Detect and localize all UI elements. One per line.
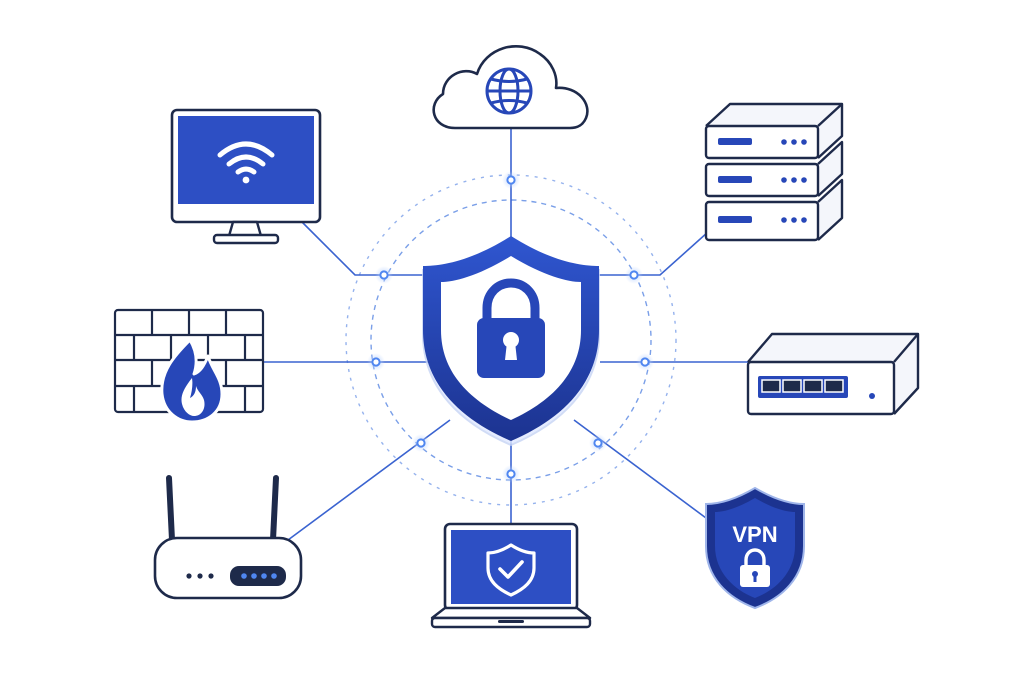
- desktop-monitor-node[interactable]: [170, 108, 322, 245]
- firewall-node[interactable]: [113, 308, 265, 424]
- flame-icon: [160, 338, 224, 424]
- server-unit-1: [704, 102, 844, 160]
- central-shield: [422, 236, 600, 447]
- shield-check-icon: [486, 543, 536, 597]
- vpn-shield-node[interactable]: VPN: [705, 486, 805, 610]
- inner-dashed-ring: [370, 199, 652, 481]
- ethernet-ports-icon: [758, 376, 848, 398]
- line-monitor: [301, 221, 425, 276]
- padlock-icon: [740, 548, 770, 587]
- cloud-node[interactable]: [432, 45, 589, 130]
- wifi-icon: [217, 141, 275, 184]
- dot-monitor: [375, 266, 393, 284]
- dot-vpn: [589, 434, 607, 452]
- connection-dots: [367, 171, 654, 483]
- status-led: [869, 393, 875, 399]
- laptop-node[interactable]: [430, 522, 592, 629]
- dot-cloud: [502, 171, 520, 189]
- server-rack-node[interactable]: [704, 102, 844, 242]
- line-server: [598, 231, 709, 276]
- outer-dashed-ring: [345, 174, 677, 506]
- globe-icon: [485, 67, 533, 115]
- dot-laptop: [502, 465, 520, 483]
- vpn-label: VPN: [732, 522, 777, 547]
- dot-firewall: [367, 353, 385, 371]
- antenna-icon: [166, 475, 279, 543]
- dot-switch: [636, 353, 654, 371]
- server-unit-3: [704, 178, 844, 242]
- server-unit-2: [704, 140, 844, 198]
- dot-server: [625, 266, 643, 284]
- network-switch-node[interactable]: [746, 332, 920, 416]
- dashed-rings: [345, 174, 677, 506]
- padlock-icon: [477, 278, 545, 378]
- dot-router: [412, 434, 430, 452]
- wireless-router-node[interactable]: [153, 475, 303, 600]
- line-vpn: [573, 419, 707, 519]
